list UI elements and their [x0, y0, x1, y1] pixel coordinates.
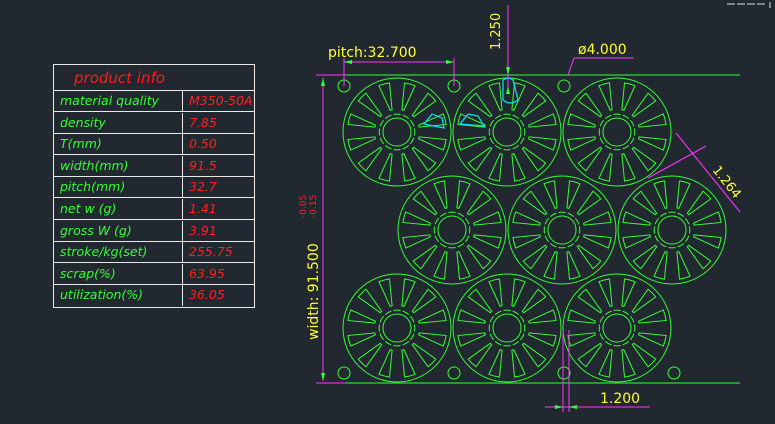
row-value: M350-50A	[182, 91, 253, 112]
table-row: scrap(%) 63.95	[54, 263, 254, 285]
pitch-dimension: pitch:32.700	[328, 45, 417, 61]
row-value: 0.50	[182, 134, 217, 156]
table-row: pitch(mm) 32.7	[54, 177, 254, 199]
row-label: stroke/kg(set)	[60, 244, 148, 260]
stator-laminations	[342, 77, 727, 383]
row-value: 32.7	[182, 177, 217, 199]
stator-part	[452, 273, 562, 383]
table-row: material quality M350-50A	[54, 91, 254, 112]
pilot-hole	[667, 366, 681, 380]
dimension-lines	[316, 5, 741, 412]
width-dimension: width: 91.500	[306, 243, 322, 340]
pilot-holes	[337, 79, 681, 380]
row-value: 255.75	[182, 242, 233, 264]
row-value: 91.5	[182, 155, 217, 177]
bridge-dimension: 1.250	[489, 13, 504, 50]
pilot-hole	[447, 366, 461, 380]
row-value: 63.95	[182, 263, 225, 285]
width-tolerance-lower: -0.15	[309, 195, 319, 218]
row-label: density	[60, 114, 106, 130]
stator-part	[562, 77, 672, 187]
table-row: gross W (g) 3.91	[54, 220, 254, 242]
table-row: utilization(%) 36.05	[54, 285, 254, 307]
stator-part	[562, 273, 672, 383]
stator-part	[452, 77, 562, 187]
stator-part	[617, 175, 727, 285]
stator-part	[397, 175, 507, 285]
row-label: width(mm)	[60, 157, 129, 173]
row-value: 36.05	[182, 285, 225, 307]
table-title: product info	[54, 65, 254, 91]
strip-edges	[320, 74, 740, 384]
stator-part	[342, 273, 452, 383]
row-label: material quality	[60, 93, 159, 108]
table-row: T(mm) 0.50	[54, 134, 254, 156]
row-value: 7.85	[182, 112, 217, 134]
pilot-hole	[337, 366, 351, 380]
row-label: T(mm)	[60, 136, 102, 152]
row-value: 1.41	[182, 199, 217, 220]
pilot-hole	[557, 366, 571, 380]
pilot-hole	[557, 79, 571, 93]
row-label: net w (g)	[60, 201, 117, 216]
row-label: gross W (g)	[60, 222, 132, 238]
table-row: density 7.85	[54, 112, 254, 134]
row-value: 3.91	[182, 220, 217, 242]
stator-part	[507, 175, 617, 285]
gap-bottom-dimension: 1.200	[600, 391, 640, 407]
viewport-corner-marks	[727, 2, 771, 8]
width-tolerance-upper: -0.05	[299, 195, 309, 218]
row-label: pitch(mm)	[60, 179, 126, 195]
row-label: scrap(%)	[60, 265, 116, 281]
table-row: stroke/kg(set) 255.75	[54, 242, 254, 264]
dimension-arrows	[321, 60, 577, 409]
stator-part	[342, 77, 452, 187]
hole-dimension: ø4.000	[578, 42, 627, 58]
table-row: net w (g) 1.41	[54, 199, 254, 220]
row-label: utilization(%)	[60, 287, 144, 303]
table-row: width(mm) 91.5	[54, 155, 254, 177]
selected-feature[interactable]	[422, 77, 519, 129]
